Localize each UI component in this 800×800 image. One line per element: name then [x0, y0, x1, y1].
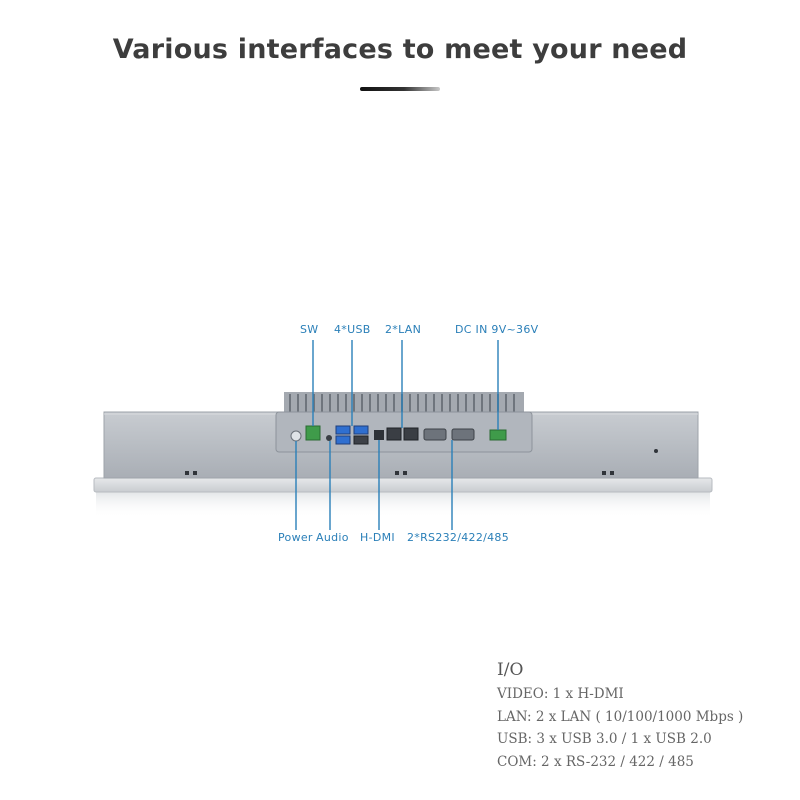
headline: Various interfaces to meet your need — [112, 34, 688, 65]
callout-lines — [295, 340, 499, 530]
dc-in-port — [489, 429, 507, 441]
serial-ports — [423, 428, 475, 441]
hdmi-port — [374, 430, 384, 440]
label-usb: 4*USB — [334, 323, 371, 336]
lan-ports — [386, 427, 419, 441]
power-button-port — [290, 430, 302, 442]
label-lan: 2*LAN — [385, 323, 422, 336]
label-dc-in: DC IN 9V~36V — [455, 323, 539, 336]
label-serial: 2*RS232/422/485 — [407, 531, 510, 544]
sw-terminal-port — [305, 425, 321, 441]
headline-underline — [360, 87, 440, 91]
spec-line-com: COM: 2 x RS-232 / 422 / 485 — [497, 753, 694, 770]
heatsink — [284, 392, 524, 414]
label-audio: Audio — [316, 531, 349, 544]
audio-port — [326, 435, 332, 441]
front-frame — [93, 477, 713, 493]
product-rear-view-image — [93, 340, 713, 530]
mounting-holes — [185, 449, 658, 475]
spec-line-lan: LAN: 2 x LAN ( 10/100/1000 Mbps ) — [497, 708, 744, 725]
spec-line-video: VIDEO: 1 x H-DMI — [497, 686, 624, 702]
usb-ports — [335, 425, 369, 445]
spec-line-usb: USB: 3 x USB 3.0 / 1 x USB 2.0 — [497, 731, 712, 747]
io-specs: I/O VIDEO: 1 x H-DMI LAN: 2 x LAN ( 10/1… — [497, 660, 743, 773]
label-power: Power — [278, 531, 313, 544]
label-sw: SW — [300, 323, 319, 336]
specs-title: I/O — [497, 660, 524, 680]
reflection — [96, 492, 710, 518]
label-hdmi: H-DMI — [360, 531, 395, 544]
